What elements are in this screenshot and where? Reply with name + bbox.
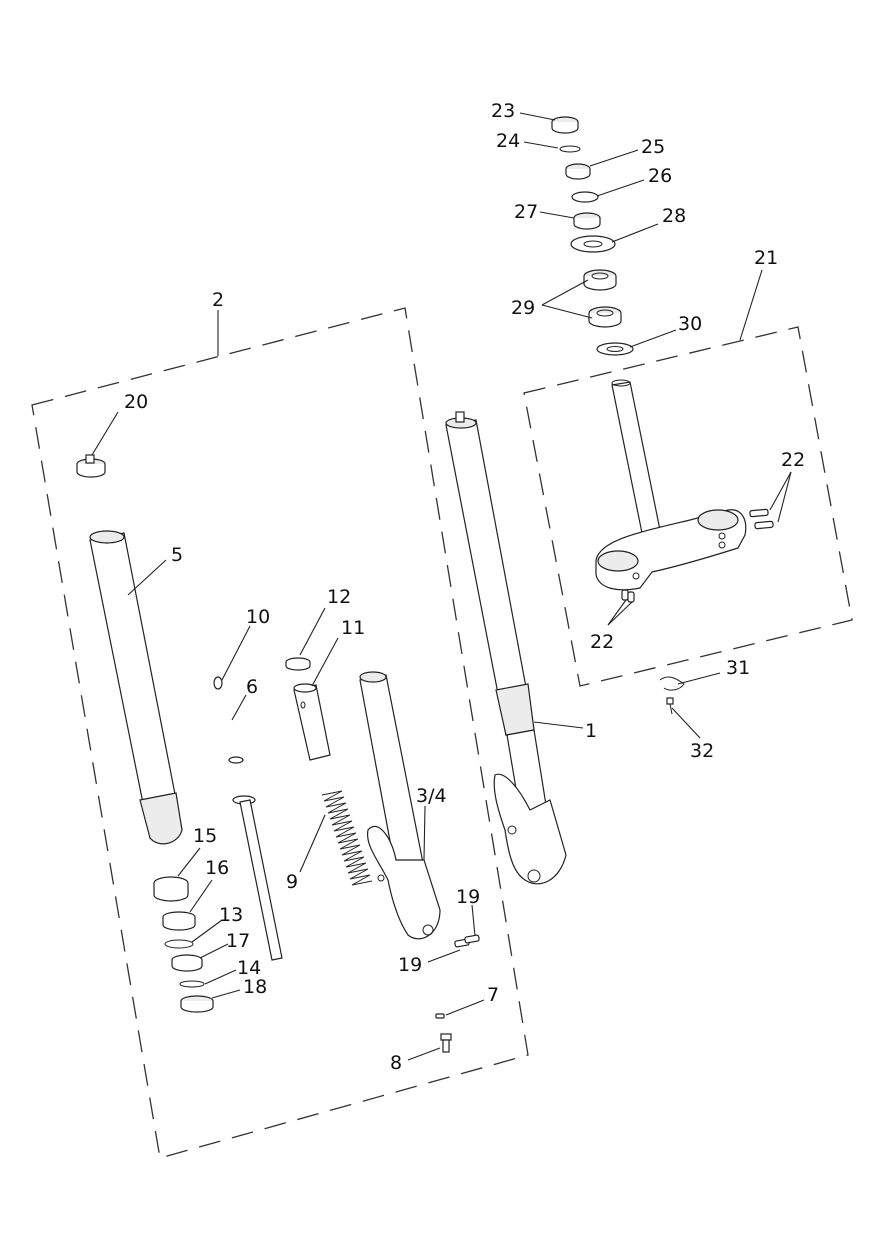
callout-28: 28 xyxy=(662,205,686,227)
callout-21: 21 xyxy=(754,247,778,269)
clip-part xyxy=(659,676,685,691)
lower-leg-part xyxy=(359,671,441,940)
fork-leg-assembly-part xyxy=(445,411,567,885)
fork-assembly-boundary xyxy=(31,307,529,1159)
callout-19-upper: 19 xyxy=(456,886,480,908)
callout-22-upper: 22 xyxy=(781,449,805,471)
circlip-part xyxy=(559,145,581,153)
yoke-bolts-lower xyxy=(621,589,635,603)
adjuster-nut-part xyxy=(573,212,601,230)
top-cap-part xyxy=(76,454,106,478)
seal-18-part xyxy=(180,995,214,1013)
screw-part xyxy=(666,697,674,715)
lower-bearing-part xyxy=(588,306,622,328)
lower-yoke-part xyxy=(595,379,747,591)
callout-27: 27 xyxy=(514,201,538,223)
bush-16-part xyxy=(162,911,196,931)
callout-10: 10 xyxy=(246,606,270,628)
outer-tube-part xyxy=(89,530,183,845)
callout-12: 12 xyxy=(327,586,351,608)
yoke-assembly-boundary xyxy=(523,326,853,687)
washer-17-part xyxy=(171,954,203,972)
callout-5: 5 xyxy=(171,544,183,566)
callout-26: 26 xyxy=(648,165,672,187)
callout-32: 32 xyxy=(690,740,714,762)
callout-17: 17 xyxy=(226,930,250,952)
bolt-8-part xyxy=(440,1033,452,1053)
callout-14: 14 xyxy=(237,957,261,979)
top-nut-part xyxy=(551,116,579,134)
pinch-bolts-part xyxy=(454,934,480,948)
callout-labels: 23 24 25 26 27 28 29 30 21 22 22 31 32 2… xyxy=(124,100,805,1074)
damper-rod-part xyxy=(213,676,283,966)
callout-3-4: 3/4 xyxy=(416,785,447,807)
spacer-12-part xyxy=(285,657,311,671)
ring-13-part xyxy=(164,939,194,949)
callout-30: 30 xyxy=(678,313,702,335)
callout-9: 9 xyxy=(286,871,298,893)
bearing-seal-part xyxy=(596,342,634,356)
bush-15-part xyxy=(153,876,189,902)
spring-part xyxy=(321,790,373,886)
callout-8: 8 xyxy=(390,1052,402,1074)
callout-20: 20 xyxy=(124,391,148,413)
callout-23: 23 xyxy=(491,100,515,122)
callout-25: 25 xyxy=(641,136,665,158)
callout-15: 15 xyxy=(193,825,217,847)
lock-nut-part xyxy=(565,163,591,180)
washer-part xyxy=(571,191,599,203)
callout-16: 16 xyxy=(205,857,229,879)
callout-13: 13 xyxy=(219,904,243,926)
callout-24: 24 xyxy=(496,130,520,152)
callout-1: 1 xyxy=(585,720,597,742)
callout-7: 7 xyxy=(487,984,499,1006)
leader-lines xyxy=(91,112,792,1061)
callout-6: 6 xyxy=(246,676,258,698)
dust-seal-part xyxy=(570,235,616,253)
upper-bearing-part xyxy=(583,269,617,291)
callout-18: 18 xyxy=(243,976,267,998)
callout-31: 31 xyxy=(726,657,750,679)
callout-11: 11 xyxy=(341,617,365,639)
callout-19-lower: 19 xyxy=(398,954,422,976)
callout-22-lower: 22 xyxy=(590,631,614,653)
yoke-bolts-right xyxy=(749,508,774,530)
callout-29: 29 xyxy=(511,297,535,319)
spacer-11-part xyxy=(293,683,331,761)
clip-14-part xyxy=(179,980,205,988)
callout-2: 2 xyxy=(212,289,224,311)
pin-7-part xyxy=(435,1013,445,1019)
